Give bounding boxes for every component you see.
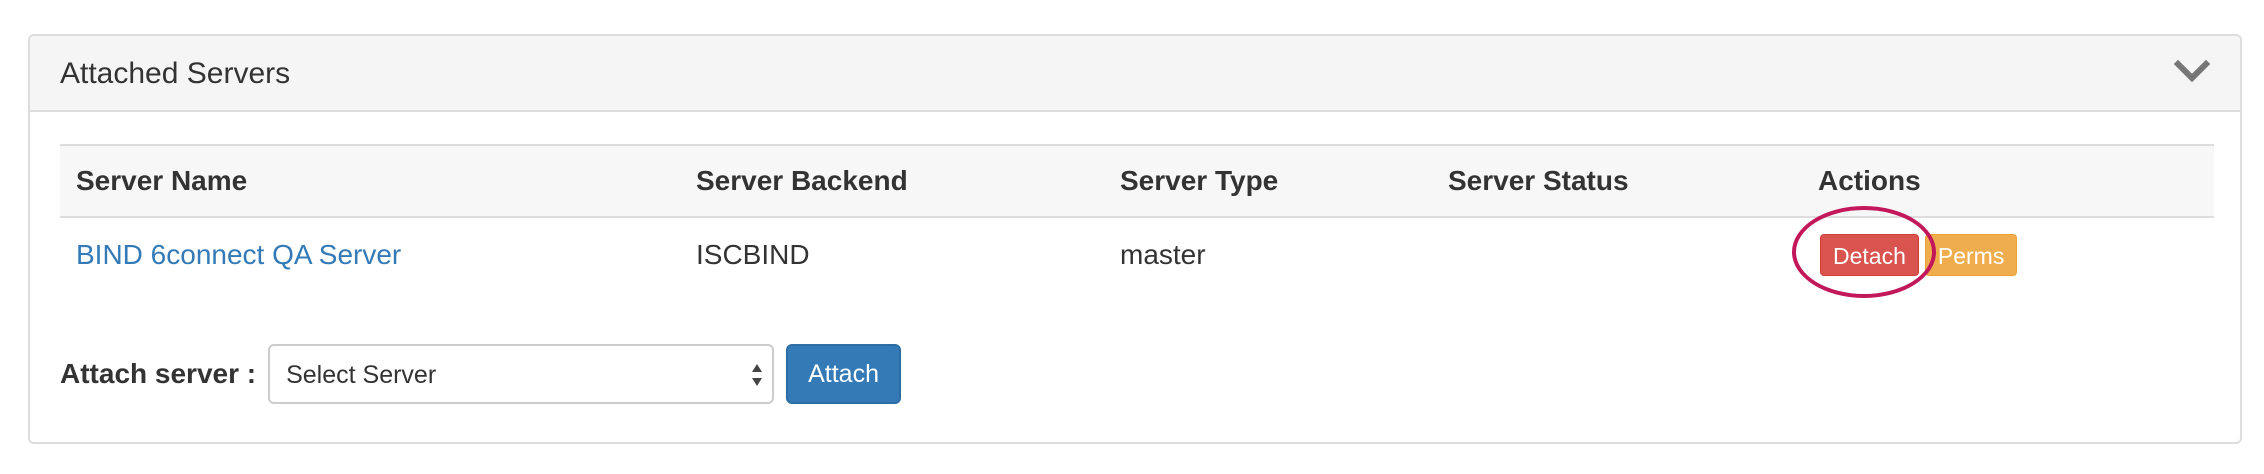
attached-servers-panel: Attached Servers Server Name Server Back…	[28, 34, 2242, 444]
servers-table: Server Name Server Backend Server Type S…	[60, 144, 2214, 298]
table-header-row: Server Name Server Backend Server Type S…	[60, 144, 2214, 218]
cell-server-type: master	[1120, 239, 1206, 270]
header-server-type: Server Type	[1104, 144, 1432, 218]
attach-button[interactable]: Attach	[786, 344, 901, 404]
select-arrows-icon	[752, 364, 763, 386]
chevron-down-icon[interactable]	[2174, 56, 2210, 86]
header-server-name: Server Name	[60, 144, 680, 218]
detach-button[interactable]: Detach	[1820, 234, 1919, 276]
cell-server-status	[1432, 217, 1802, 292]
servers-table-wrapper: Server Name Server Backend Server Type S…	[60, 144, 2214, 298]
cell-server-name: BIND 6connect QA Server	[60, 217, 680, 292]
panel-title: Attached Servers	[60, 57, 291, 90]
header-server-status: Server Status	[1432, 144, 1802, 218]
server-select-value: Select Server	[286, 361, 437, 389]
table-header: Server Name Server Backend Server Type S…	[60, 144, 2214, 218]
table-row: BIND 6connect QA Server ISCBIND master D…	[60, 206, 2214, 298]
panel-heading[interactable]: Attached Servers	[30, 36, 2240, 112]
server-name-link[interactable]: BIND 6connect QA Server	[76, 239, 402, 270]
attach-server-form: Attach server : Select Server Attach	[60, 344, 901, 404]
server-select[interactable]: Select Server	[268, 344, 775, 404]
cell-server-backend: ISCBIND	[696, 239, 810, 270]
header-actions: Actions	[1802, 144, 2214, 218]
perms-button[interactable]: Perms	[1924, 234, 2018, 276]
header-server-backend: Server Backend	[680, 144, 1104, 218]
attach-server-label: Attach server :	[60, 358, 257, 389]
table-body: BIND 6connect QA Server ISCBIND master D…	[60, 206, 2214, 298]
